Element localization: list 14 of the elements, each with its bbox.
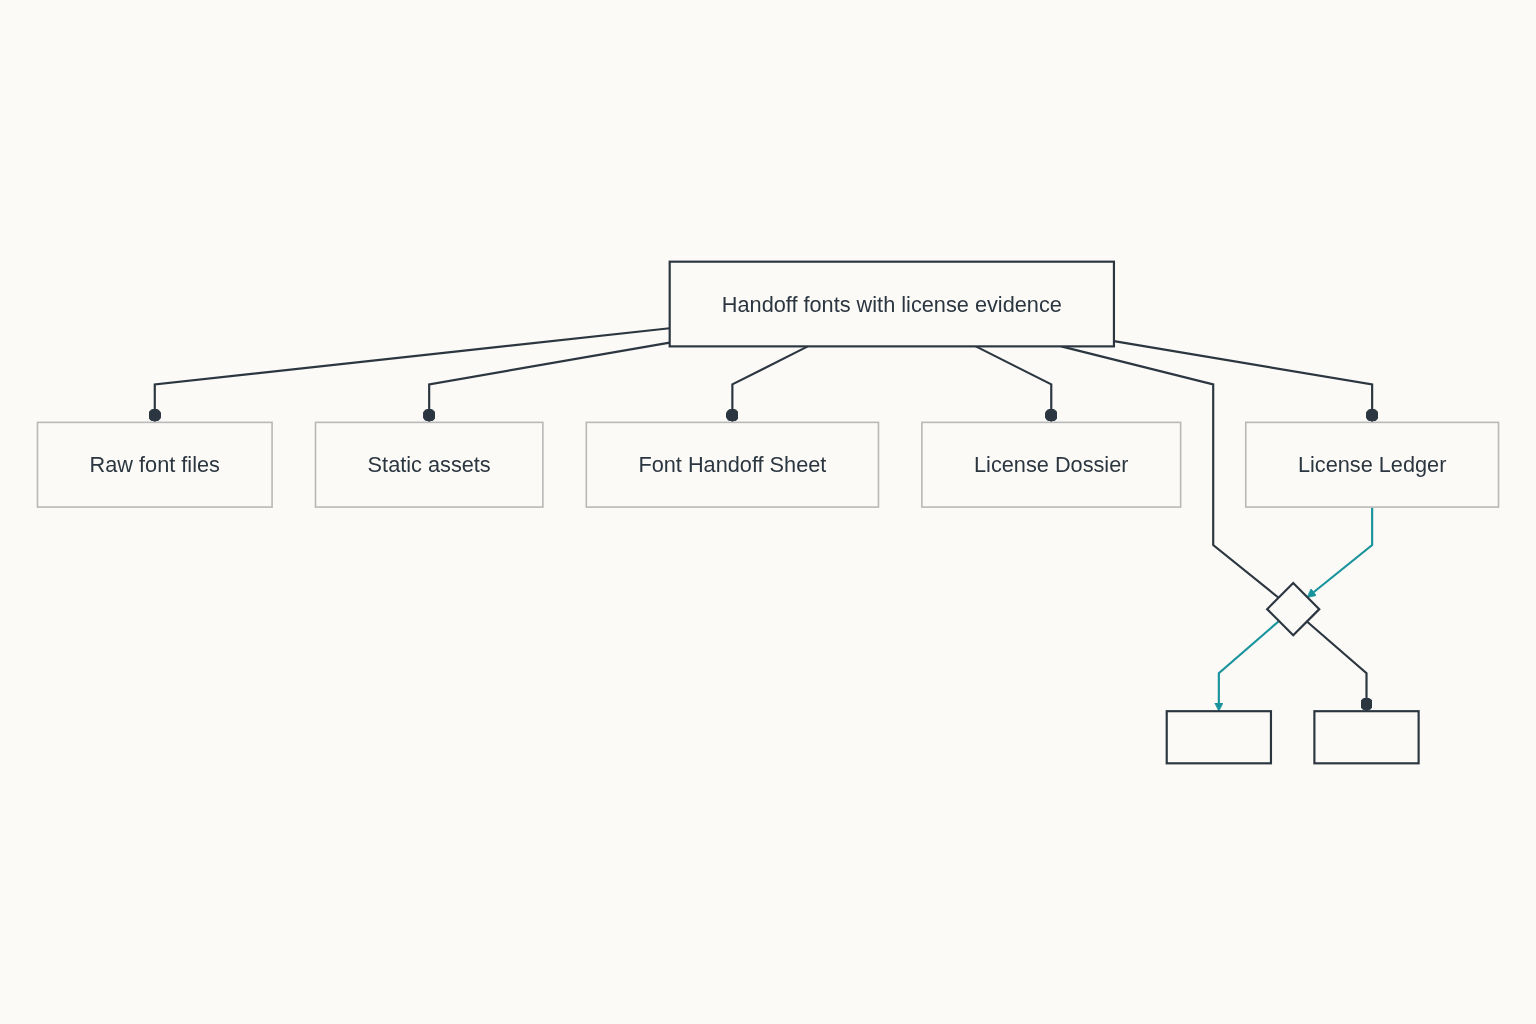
connector <box>148 326 670 422</box>
connector <box>1305 619 1374 711</box>
node-box: Raw font files <box>36 421 273 508</box>
node-box: Font Handoff Sheet <box>585 421 880 508</box>
node-box: Handoff fonts with license evidence <box>668 260 1116 347</box>
node-diamond <box>1265 581 1321 637</box>
arrow <box>1306 506 1374 598</box>
node-box: Static assets <box>314 421 544 508</box>
node-box <box>1313 709 1420 764</box>
connector <box>422 341 670 422</box>
node-box: License Dossier <box>921 421 1182 508</box>
connector <box>1113 339 1379 422</box>
node-box: License Ledger <box>1244 421 1500 508</box>
node-box <box>1165 709 1273 764</box>
